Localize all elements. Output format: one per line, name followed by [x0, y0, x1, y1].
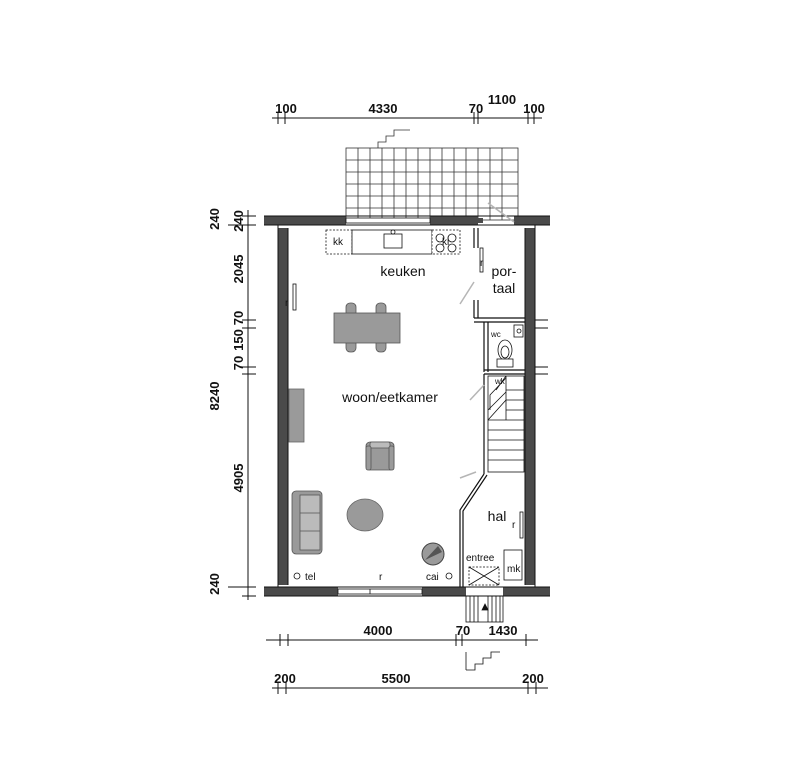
dim-left-8240: 8240	[207, 382, 222, 411]
radiator-hal	[519, 511, 524, 539]
room-keuken: keuken	[380, 263, 425, 279]
dim-bottom-70: 70	[456, 623, 470, 638]
interior-walls	[459, 228, 525, 587]
dim-left-2045: 2045	[231, 255, 246, 284]
label-r-kitchen: r	[285, 298, 289, 309]
left-dimension-line	[228, 210, 256, 600]
label-cai: cai	[426, 572, 439, 583]
terrace-tiles	[345, 147, 519, 221]
label-kl: kl	[442, 237, 449, 248]
dim-left-240-top-outer: 240	[207, 208, 222, 230]
label-wk: wk	[494, 377, 506, 386]
entree-mat	[468, 566, 500, 586]
label-r-bottom: r	[379, 572, 383, 583]
sofa	[291, 490, 323, 555]
coffee-table	[346, 498, 384, 532]
dining-table	[333, 302, 401, 353]
dim-left-70-b: 70	[231, 356, 246, 370]
dim-left-240-top-inner: 240	[231, 210, 246, 232]
label-r-portaal: r	[480, 258, 484, 269]
armchair	[365, 441, 395, 471]
room-woon-eetkamer: woon/eetkamer	[341, 389, 438, 405]
label-r-hal: r	[512, 520, 516, 531]
dim-bottom-200-right: 200	[522, 671, 544, 686]
dim-top-1100: 1100	[488, 92, 516, 107]
walls	[264, 215, 550, 597]
meterkast	[503, 549, 523, 581]
kitchen-counter	[325, 229, 461, 255]
cai-outlet-icon	[445, 572, 453, 580]
dim-top-100-left: 100	[275, 101, 297, 116]
top-dimension-line	[272, 112, 542, 124]
bottom-outer-dimension-line	[272, 682, 548, 694]
dim-left-240-bottom: 240	[207, 573, 222, 595]
door-swings	[459, 202, 515, 479]
dim-left-4905: 4905	[231, 464, 246, 493]
dim-bottom-5500: 5500	[382, 671, 411, 686]
label-entree: entree	[466, 553, 495, 564]
terrace-step-line	[377, 129, 410, 148]
dim-bottom-200-left: 200	[274, 671, 296, 686]
label-tel: tel	[305, 572, 316, 583]
tel-outlet-icon	[293, 572, 301, 580]
dim-bottom-1430: 1430	[489, 623, 518, 638]
radiator-portaal	[479, 247, 484, 273]
entry-step-line	[465, 651, 500, 671]
room-portaal-line2: taal	[493, 280, 516, 296]
label-kk: kk	[333, 237, 344, 248]
dim-top-70: 70	[469, 101, 483, 116]
dim-left-150: 150	[231, 329, 246, 351]
label-wc: wc	[490, 330, 501, 339]
dim-top-100-right: 100	[523, 101, 545, 116]
dim-top-4330: 4330	[369, 101, 398, 116]
dim-bottom-4000: 4000	[364, 623, 393, 638]
dim-left-70-a: 70	[231, 311, 246, 325]
bottom-inner-dimension-line	[266, 634, 538, 646]
staircase	[487, 375, 525, 473]
toilet	[496, 324, 524, 368]
round-chair	[421, 542, 445, 566]
room-portaal-line1: por-	[492, 263, 517, 279]
radiator-kitchen	[292, 283, 297, 311]
front-step	[465, 595, 504, 623]
label-mk: mk	[507, 564, 521, 575]
radiator-left	[288, 388, 305, 443]
room-hal: hal	[488, 508, 507, 524]
